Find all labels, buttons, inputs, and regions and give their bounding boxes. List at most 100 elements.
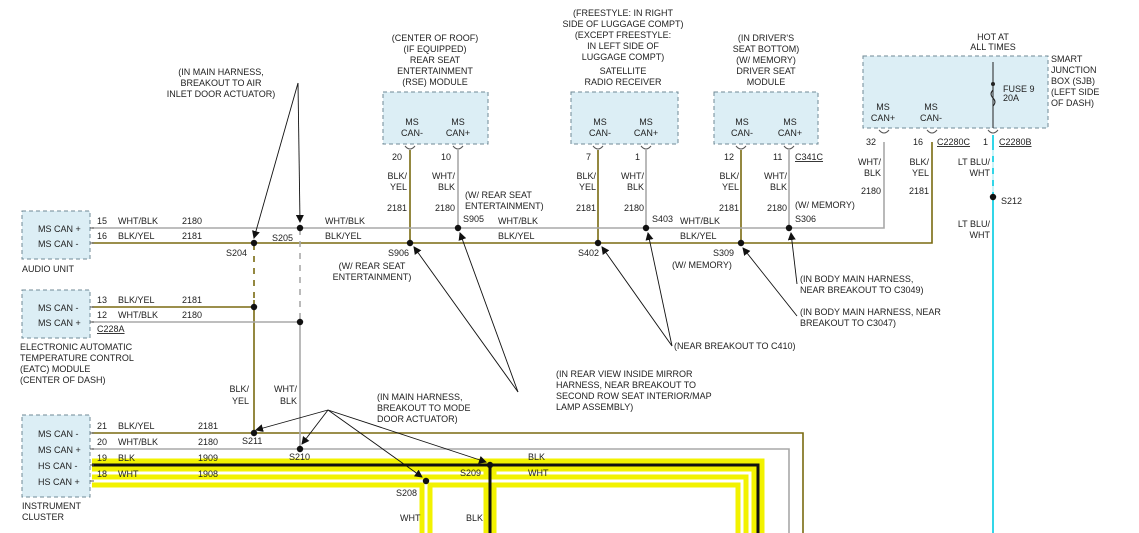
svg-text:BLK: BLK xyxy=(280,396,297,406)
svg-text:ALL TIMES: ALL TIMES xyxy=(970,42,1016,52)
cluster-pin-4-circuit: 1908 xyxy=(198,469,218,479)
audio-unit-box xyxy=(21,210,91,260)
audio-pin-2-label: MS CAN - xyxy=(38,239,79,249)
note-c410: (NEAR BREAKOUT TO C410) xyxy=(674,341,796,351)
svg-text:2180: 2180 xyxy=(435,203,455,213)
svg-text:(IN BODY MAIN HARNESS, NEAR: (IN BODY MAIN HARNESS, NEAR xyxy=(800,307,941,317)
svg-text:(IN REAR VIEW INSIDE MIRROR: (IN REAR VIEW INSIDE MIRROR xyxy=(556,369,693,379)
svg-text:WHT: WHT xyxy=(970,168,991,178)
svg-text:(RSE) MODULE: (RSE) MODULE xyxy=(402,77,468,87)
svg-text:HARNESS, NEAR BREAKOUT TO: HARNESS, NEAR BREAKOUT TO xyxy=(556,380,696,390)
wire-label-hs-wht: WHT xyxy=(528,468,549,478)
svg-text:OF DASH): OF DASH) xyxy=(1051,98,1094,108)
eatc-label-1: ELECTRONIC AUTOMATIC xyxy=(20,342,133,352)
label-s208: S208 xyxy=(396,488,417,498)
svg-text:(IF EQUIPPED): (IF EQUIPPED) xyxy=(403,44,466,54)
svg-text:NEAR BREAKOUT TO C3049): NEAR BREAKOUT TO C3049) xyxy=(800,285,924,295)
label-s306: S306 xyxy=(795,214,816,224)
eatc-label-3: (EATC) MODULE xyxy=(20,364,90,374)
svg-text:BOX (SJB): BOX (SJB) xyxy=(1051,76,1095,86)
wire-label-mid-wht-blk: WHT/BLK xyxy=(498,216,538,226)
svg-text:MODULE: MODULE xyxy=(747,77,786,87)
svg-text:JUNCTION: JUNCTION xyxy=(1051,65,1097,75)
svg-text:CAN+: CAN+ xyxy=(778,128,802,138)
driver-seat-pin-pos: 11 xyxy=(773,152,782,162)
svg-text:2181: 2181 xyxy=(909,186,929,196)
svg-text:2181: 2181 xyxy=(719,203,739,213)
driver-seat-pin-neg: 12 xyxy=(724,152,734,162)
label-s209: S209 xyxy=(460,468,481,478)
svg-text:BLK/: BLK/ xyxy=(229,384,249,394)
note-w-memory-s309: (W/ MEMORY) xyxy=(672,260,732,270)
svg-text:BLK: BLK xyxy=(627,182,644,192)
svg-text:WHT/: WHT/ xyxy=(432,171,455,181)
cluster-pin-3-label: HS CAN - xyxy=(38,461,78,471)
svg-text:(IN DRIVER'S: (IN DRIVER'S xyxy=(738,33,794,43)
svg-text:BREAKOUT TO AIR: BREAKOUT TO AIR xyxy=(180,78,262,88)
cluster-pin-2-color: WHT/BLK xyxy=(118,437,158,447)
eatc-pin-1-color: BLK/YEL xyxy=(118,295,155,305)
svg-text:CAN-: CAN- xyxy=(401,128,423,138)
svg-text:BLK: BLK xyxy=(438,182,455,192)
svg-text:LAMP ASSEMBLY): LAMP ASSEMBLY) xyxy=(556,402,633,412)
svg-text:MS: MS xyxy=(783,117,797,127)
cluster-pin-1-color: BLK/YEL xyxy=(118,421,155,431)
eatc-pin-2-circuit: 2180 xyxy=(182,310,202,320)
splice-eatc-minus xyxy=(250,303,258,311)
satellite-pins: MS CAN- MS CAN+ xyxy=(589,117,658,138)
wire-label-mid-blk-yel: BLK/YEL xyxy=(498,231,535,241)
satellite-pin-neg: 7 xyxy=(586,152,591,162)
wire-label-top-wht-blk: WHT/BLK xyxy=(325,216,365,226)
audio-unit-label: AUDIO UNIT xyxy=(22,264,75,274)
svg-text:(W/ MEMORY): (W/ MEMORY) xyxy=(736,55,796,65)
svg-text:MS: MS xyxy=(876,102,890,112)
satellite-title: (FREESTYLE: IN RIGHT SIDE OF LUGGAGE COM… xyxy=(562,8,683,87)
rse-pin-neg: 20 xyxy=(392,152,402,162)
satellite-wire-labels: BLK/ YEL 2181 WHT/ BLK 2180 xyxy=(576,171,645,213)
svg-text:DRIVER SEAT: DRIVER SEAT xyxy=(736,66,796,76)
svg-text:CAN+: CAN+ xyxy=(871,113,895,123)
eatc-pin-1-label: MS CAN - xyxy=(38,303,79,313)
label-s204: S204 xyxy=(226,248,247,258)
svg-text:(CENTER OF ROOF): (CENTER OF ROOF) xyxy=(392,33,479,43)
note-c3047: (IN BODY MAIN HARNESS, NEAR BREAKOUT TO … xyxy=(800,307,941,328)
driver-seat-wire-labels: BLK/ YEL 2181 WHT/ BLK 2180 xyxy=(719,171,788,213)
svg-text:BLK/: BLK/ xyxy=(576,171,596,181)
svg-text:MS: MS xyxy=(405,117,419,127)
svg-text:INLET DOOR ACTUATOR): INLET DOOR ACTUATOR) xyxy=(167,89,276,99)
splice-s403 xyxy=(642,224,650,232)
splice-s208 xyxy=(422,477,430,485)
cluster-pin-2-label: MS CAN + xyxy=(38,445,81,455)
note-mode-door: (IN MAIN HARNESS, BREAKOUT TO MODE DOOR … xyxy=(377,392,471,424)
sjb-connector-1: C2280C xyxy=(937,137,971,147)
splice-s309 xyxy=(737,239,745,247)
wire-label-vert: BLK/ YEL WHT/ BLK xyxy=(229,384,297,406)
sjb-wire-labels: WHT/ BLK 2180 BLK/ YEL 2181 LT BLU/ WHT … xyxy=(858,157,990,240)
svg-text:FUSE 9: FUSE 9 xyxy=(1003,84,1035,94)
svg-text:MS: MS xyxy=(735,117,749,127)
svg-text:(IN MAIN HARNESS,: (IN MAIN HARNESS, xyxy=(377,392,463,402)
breakout-dashes xyxy=(253,235,301,316)
svg-text:SATELLITE: SATELLITE xyxy=(600,66,647,76)
splice-eatc-plus xyxy=(296,318,304,326)
splice-dots xyxy=(250,193,997,485)
sjb-title: SMART JUNCTION BOX (SJB) (LEFT SIDE OF D… xyxy=(1051,54,1099,108)
eatc-pin-2-label: MS CAN + xyxy=(38,318,81,328)
driver-seat-pins: MS CAN- MS CAN+ xyxy=(731,117,802,138)
svg-text:(W/ REAR SEAT: (W/ REAR SEAT xyxy=(339,261,406,271)
svg-text:2180: 2180 xyxy=(624,203,644,213)
svg-text:BLK: BLK xyxy=(770,182,787,192)
eatc-pin-1-number: 13 xyxy=(97,295,107,305)
note-w-rse-s905: (W/ REAR SEAT ENTERTAINMENT) xyxy=(465,190,544,211)
pin-terminals xyxy=(90,129,999,482)
label-s402: S402 xyxy=(578,248,599,258)
driver-seat-title: (IN DRIVER'S SEAT BOTTOM) (W/ MEMORY) DR… xyxy=(733,33,800,87)
svg-text:MS: MS xyxy=(593,117,607,127)
splice-s209 xyxy=(486,461,494,469)
svg-text:SEAT BOTTOM): SEAT BOTTOM) xyxy=(733,44,800,54)
cluster-pin-2-circuit: 2180 xyxy=(198,437,218,447)
svg-text:REAR SEAT: REAR SEAT xyxy=(410,55,461,65)
svg-text:2181: 2181 xyxy=(387,203,407,213)
splice-s210 xyxy=(296,445,304,453)
rse-wire-labels: BLK/ YEL 2181 WHT/ BLK 2180 xyxy=(387,171,456,213)
